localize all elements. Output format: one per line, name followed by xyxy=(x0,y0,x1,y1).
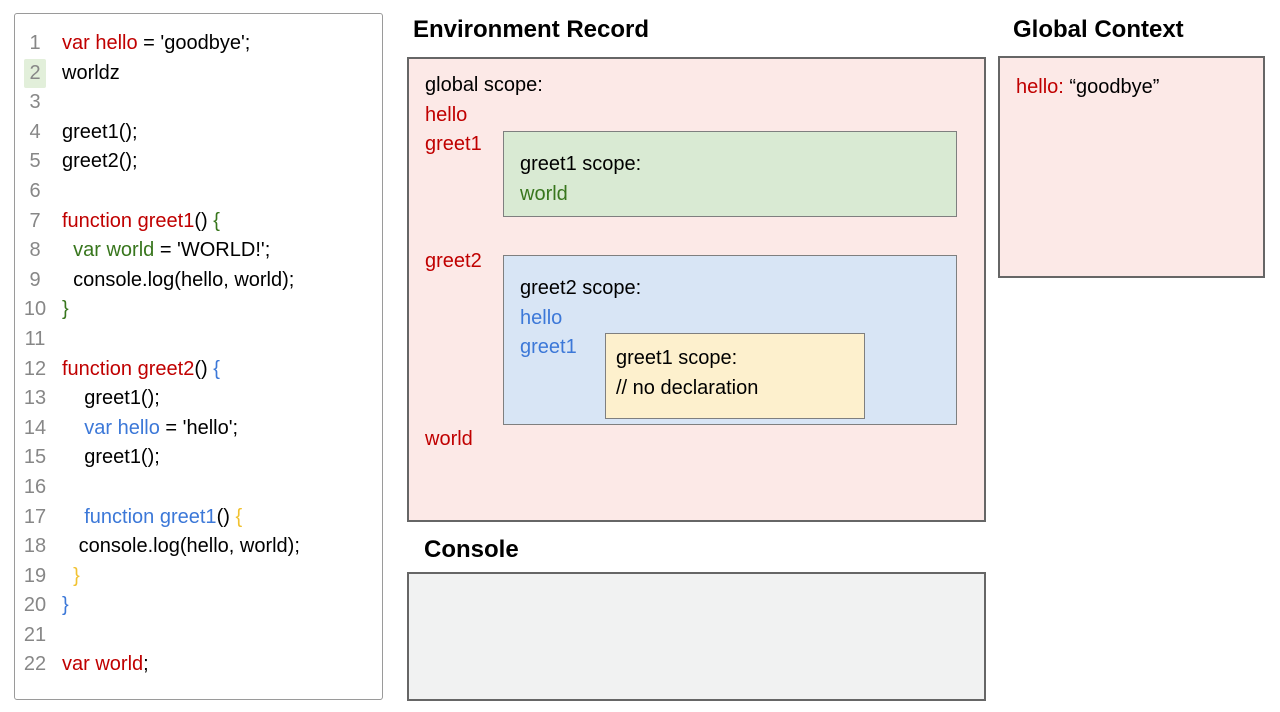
line-number: 22 xyxy=(23,653,47,676)
inner-greet1-scope-box: greet1 scope: // no declaration xyxy=(605,333,865,419)
line-number: 1 xyxy=(29,32,41,54)
code-line: 9 console.log(hello, world); xyxy=(15,266,382,296)
code-line: 2 worldz xyxy=(15,58,382,89)
code-line: 5 greet2(); xyxy=(15,147,382,177)
console-output-box xyxy=(407,572,986,701)
console-title: Console xyxy=(424,536,519,563)
code-text: } xyxy=(62,594,69,617)
code-text: var hello = 'hello'; xyxy=(84,416,239,439)
global-context-title: Global Context xyxy=(1013,16,1184,43)
line-number: 7 xyxy=(29,209,41,232)
line-number: 9 xyxy=(29,268,41,291)
code-text: function greet2() { xyxy=(62,357,220,380)
code-line: 18 console.log(hello, world); xyxy=(15,532,382,562)
code-line: 4 greet1(); xyxy=(15,118,382,148)
greet2-var-hello: hello xyxy=(520,306,563,329)
code-text: var world; xyxy=(62,653,149,676)
global-context-entry-value: “goodbye” xyxy=(1069,76,1160,98)
line-number: 8 xyxy=(29,239,41,262)
code-editor-panel: 1 var hello = 'goodbye'; 2 worldz 3 4 greet1()… xyxy=(14,13,383,700)
code-line: 14 var hello = 'hello'; xyxy=(15,414,382,444)
line-number: 10 xyxy=(23,298,47,321)
global-var-world: world xyxy=(425,428,473,450)
code-text: greet1(); xyxy=(62,387,160,410)
line-number: 4 xyxy=(29,120,41,143)
code-text: } xyxy=(73,564,80,587)
code-line: 6 xyxy=(15,177,382,207)
global-var-hello: hello xyxy=(425,103,468,126)
code-line: 7 function greet1() { xyxy=(15,207,382,237)
environment-record-title: Environment Record xyxy=(413,16,650,43)
code-text: var world = 'WORLD!'; xyxy=(73,239,271,262)
inner-greet1-scope-comment: // no declaration xyxy=(616,376,759,399)
line-number: 12 xyxy=(23,357,47,380)
line-number: 19 xyxy=(23,564,47,587)
code-text: console.log(hello, world); xyxy=(62,268,295,291)
code-text: function greet1() { xyxy=(84,505,243,528)
code-line: 12 function greet2() { xyxy=(15,355,382,385)
line-number: 20 xyxy=(23,594,47,617)
greet2-var-greet1: greet1 xyxy=(520,336,577,358)
code-line: 3 xyxy=(15,88,382,118)
line-number: 14 xyxy=(23,416,47,439)
line-number: 16 xyxy=(23,475,47,498)
global-context-entry: hello: “goodbye” xyxy=(1016,73,1263,103)
line-number: 3 xyxy=(29,91,41,114)
global-scope-lines: global scope: hello greet1 xyxy=(425,71,543,160)
line-number: 18 xyxy=(23,535,47,558)
line-number: 5 xyxy=(29,150,41,173)
greet1-var-world: world xyxy=(520,182,568,205)
greet1-scope-box: greet1 scope: world xyxy=(503,131,957,217)
code-line: 1 var hello = 'goodbye'; xyxy=(15,29,382,59)
global-scope-label: global scope: xyxy=(425,74,543,96)
code-line: 10} xyxy=(15,295,382,325)
code-line: 17 function greet1() { xyxy=(15,503,382,533)
code-text: function greet1() { xyxy=(62,209,220,232)
code-line: 13 greet1(); xyxy=(15,384,382,414)
code-line: 20} xyxy=(15,591,382,621)
global-context-entry-key: hello: xyxy=(1016,76,1064,98)
code-text: console.log(hello, world); xyxy=(62,535,300,558)
line-number: 6 xyxy=(29,179,41,202)
global-scope-box: global scope: hello greet1 greet1 scope:… xyxy=(407,57,986,522)
global-context-box: hello: “goodbye” xyxy=(998,56,1265,278)
code-text: greet2(); xyxy=(62,150,138,173)
inner-greet1-scope-label: greet1 scope: xyxy=(616,347,738,369)
line-number: 17 xyxy=(23,505,47,528)
code-line: 19 } xyxy=(15,562,382,592)
code-line: 22 var world; xyxy=(15,650,382,680)
code-line: 21 xyxy=(15,621,382,651)
code-text: greet1(); xyxy=(62,120,138,143)
code-text: } xyxy=(62,298,69,321)
greet2-scope-label: greet2 scope: xyxy=(520,277,642,299)
code-text: worldz xyxy=(62,61,120,84)
code-lines: 1 var hello = 'goodbye'; 2 worldz 3 4 greet1()… xyxy=(15,29,382,680)
code-line: 8 var world = 'WORLD!'; xyxy=(15,236,382,266)
global-var-greet1: greet1 xyxy=(425,133,482,155)
code-line: 15 greet1(); xyxy=(15,443,382,473)
line-number: 13 xyxy=(23,387,47,410)
code-text: greet1(); xyxy=(62,446,160,469)
greet1-scope-label: greet1 scope: xyxy=(520,153,642,175)
line-number: 11 xyxy=(24,327,46,350)
code-text: var hello = 'goodbye'; xyxy=(62,32,251,54)
greet2-scope-box: greet2 scope: hello greet1 greet1 scope:… xyxy=(503,255,957,425)
code-line: 11 xyxy=(15,325,382,355)
line-number: 21 xyxy=(23,623,47,646)
global-var-greet2: greet2 xyxy=(425,250,482,272)
line-number: 15 xyxy=(23,446,47,469)
code-line: 16 xyxy=(15,473,382,503)
line-number: 2 xyxy=(22,58,48,89)
